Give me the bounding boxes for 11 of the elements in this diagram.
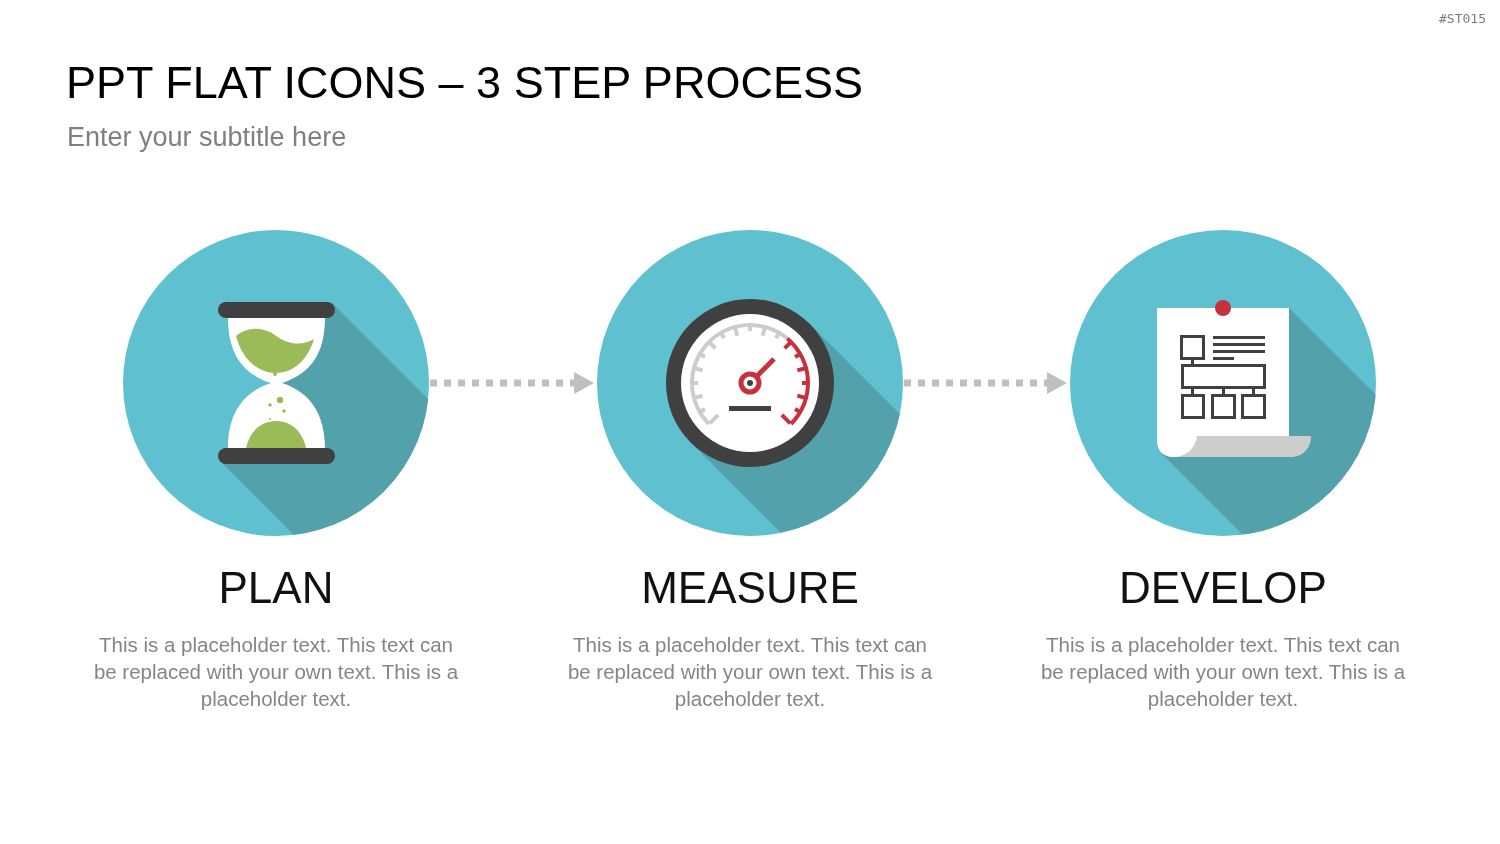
slide-subtitle: Enter your subtitle here [67, 121, 347, 153]
dotted-arrow [904, 372, 1067, 394]
step-description: This is a placeholder text. This text can be replaced with your own text. This is a placeholder text. [1039, 632, 1407, 712]
slide-code-label: #ST015 [1439, 11, 1486, 27]
slide-title: PPT FLAT ICONS – 3 STEP PROCESS [66, 56, 863, 110]
step-description: This is a placeholder text. This text can be replaced with your own text. This is a placeholder text. [92, 632, 460, 712]
dotted-arrow [430, 372, 594, 394]
step-heading: MEASURE [640, 562, 860, 614]
step-heading: DEVELOP [1118, 562, 1328, 614]
step-description: This is a placeholder text. This text can be replaced with your own text. This is a placeholder text. [566, 632, 934, 712]
step-heading: PLAN [217, 562, 335, 614]
